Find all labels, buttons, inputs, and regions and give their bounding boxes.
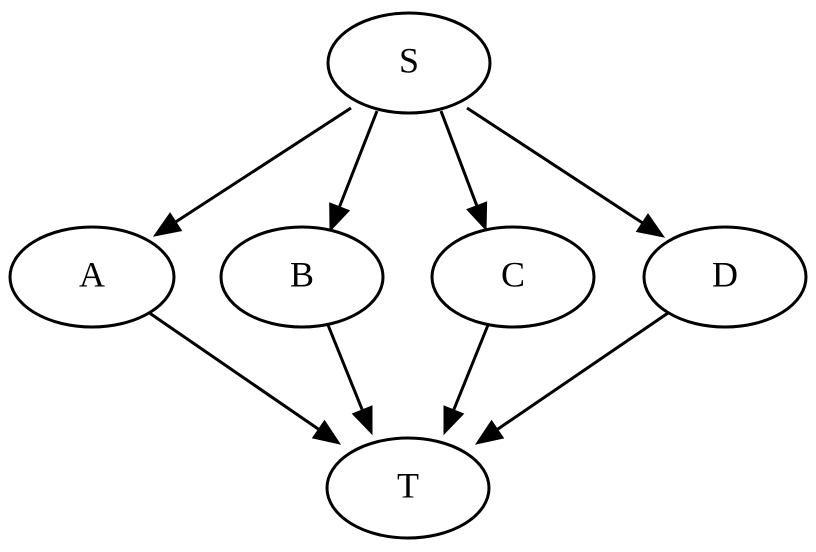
arrowhead-icon <box>443 405 465 436</box>
arrowhead-icon <box>311 419 342 445</box>
edge-line <box>335 110 379 213</box>
edge-s-to-d <box>466 106 666 238</box>
graph-node-a[interactable]: A <box>8 225 176 329</box>
edge-line <box>466 106 649 228</box>
node-ellipse[interactable] <box>325 436 491 540</box>
edge-line <box>439 110 481 212</box>
edge-c-to-t <box>443 324 490 436</box>
node-ellipse[interactable] <box>219 225 385 329</box>
node-label-d: D <box>712 254 738 294</box>
node-label-s: S <box>399 40 419 80</box>
edge-s-to-c <box>439 110 488 232</box>
node-ellipse[interactable] <box>326 11 492 115</box>
nodes-layer: S A B C D T <box>8 11 808 540</box>
edge-line <box>450 324 490 417</box>
edge-b-to-t <box>326 324 373 436</box>
graph-node-b[interactable]: B <box>219 225 385 329</box>
graph-node-s[interactable]: S <box>326 11 492 115</box>
node-ellipse[interactable] <box>642 225 808 329</box>
arrowhead-icon <box>466 201 488 232</box>
edge-a-to-t <box>147 310 342 445</box>
edge-d-to-t <box>474 311 669 445</box>
node-ellipse[interactable] <box>430 225 596 329</box>
node-label-a: A <box>79 254 105 294</box>
node-ellipse[interactable] <box>8 225 176 329</box>
arrowhead-icon <box>635 213 666 238</box>
graph-node-d[interactable]: D <box>642 225 808 329</box>
node-label-b: B <box>290 254 314 294</box>
edge-line <box>169 106 352 227</box>
edge-line <box>147 310 325 434</box>
arrowhead-icon <box>351 405 373 436</box>
edge-s-to-b <box>329 110 379 233</box>
edge-line <box>491 311 669 434</box>
arrowhead-icon <box>152 212 183 237</box>
graph-node-c[interactable]: C <box>430 225 596 329</box>
arrowhead-icon <box>474 419 505 445</box>
edges-layer <box>147 106 669 445</box>
graph-node-t[interactable]: T <box>325 436 491 540</box>
edge-line <box>326 324 366 417</box>
node-label-c: C <box>501 254 525 294</box>
node-label-t: T <box>397 465 419 505</box>
arrowhead-icon <box>329 202 351 233</box>
edge-s-to-a <box>152 106 352 237</box>
